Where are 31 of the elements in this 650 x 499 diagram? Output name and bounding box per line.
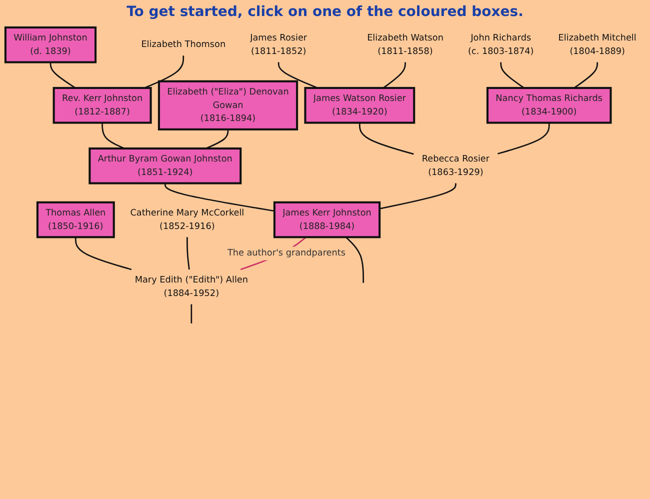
- node-box: Nancy Thomas Richards (1834-1900): [486, 86, 612, 124]
- connector: [574, 62, 598, 89]
- connector: [382, 62, 406, 89]
- node-text: Mary Edith ("Edith") Allen (1884-1952): [134, 274, 248, 298]
- node-text: Rebecca Rosier (1863-1929): [422, 154, 490, 178]
- node-text: James Rosier (1811-1852): [250, 32, 308, 56]
- node-box: James Kerr Johnston (1888-1984): [273, 201, 381, 238]
- node-box: Rev. Kerr Johnston (1812-1887): [52, 86, 152, 124]
- connector: [500, 62, 525, 89]
- connector: [379, 183, 456, 210]
- node-box: William Johnston (d. 1839): [4, 26, 97, 64]
- connector: [190, 304, 192, 324]
- node-box: James Watson Rosier (1834-1920): [304, 86, 416, 124]
- title: To get started, click on one of the coloured boxes.: [126, 3, 524, 22]
- node-text: Elizabeth Thomson: [141, 40, 226, 50]
- connector: [50, 62, 76, 89]
- connector: [74, 237, 132, 270]
- connector: [358, 122, 414, 155]
- connector: [345, 236, 364, 283]
- node-text: John Richards (c. 1803-1874): [468, 32, 534, 56]
- node-text: Catherine Mary McCorkell (1852-1916): [130, 208, 244, 232]
- node-box: Elizabeth ("Eliza") Denovan Gowan (1816-1894): [158, 80, 298, 130]
- node-box: Arthur Byram Gowan Johnston (1851-1924): [88, 147, 242, 184]
- connector: [144, 56, 184, 89]
- connector: [498, 122, 550, 154]
- connector: [186, 237, 190, 270]
- node-text: Elizabeth Watson (1811-1858): [367, 32, 444, 56]
- connector: [164, 183, 275, 212]
- node-text: Elizabeth Mitchell (1804-1889): [558, 32, 636, 56]
- edge-label: The author's grandparents: [227, 248, 346, 258]
- node-box: Thomas Allen (1850-1916): [36, 201, 115, 238]
